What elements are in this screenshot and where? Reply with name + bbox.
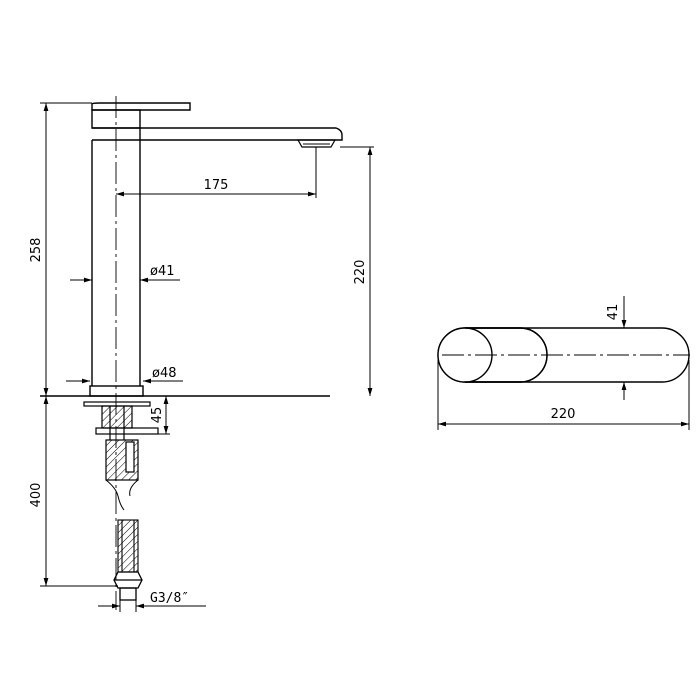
- hex-nut: [113, 571, 143, 601]
- label-top-width: 41: [606, 304, 621, 321]
- label-body-diameter: ø41: [150, 264, 175, 279]
- label-spout-reach: 175: [204, 178, 229, 193]
- handle-lever: [91, 102, 191, 111]
- label-total-height: 258: [29, 238, 44, 263]
- label-base-diameter: ø48: [152, 366, 177, 381]
- label-deck-thickness: 45: [150, 407, 165, 424]
- spout: [92, 127, 343, 141]
- body-column: [91, 140, 141, 386]
- top-view-labels: 220 41: [551, 304, 621, 422]
- side-view-labels: 258 400 175 220 ø41 ø48 45 G3/8″: [29, 178, 368, 606]
- label-spout-height: 220: [353, 260, 368, 285]
- label-top-length: 220: [551, 407, 576, 422]
- label-hose-length: 400: [29, 483, 44, 508]
- aerator: [296, 139, 337, 148]
- mounting-hardware: [83, 401, 159, 511]
- top-view-dimensions: [437, 296, 690, 430]
- top-view: [437, 327, 690, 383]
- supply-hose: [117, 519, 139, 573]
- side-view-dimensions: [40, 102, 374, 612]
- label-connection: G3/8″: [150, 591, 189, 606]
- base: [89, 385, 144, 397]
- side-view: [40, 96, 343, 610]
